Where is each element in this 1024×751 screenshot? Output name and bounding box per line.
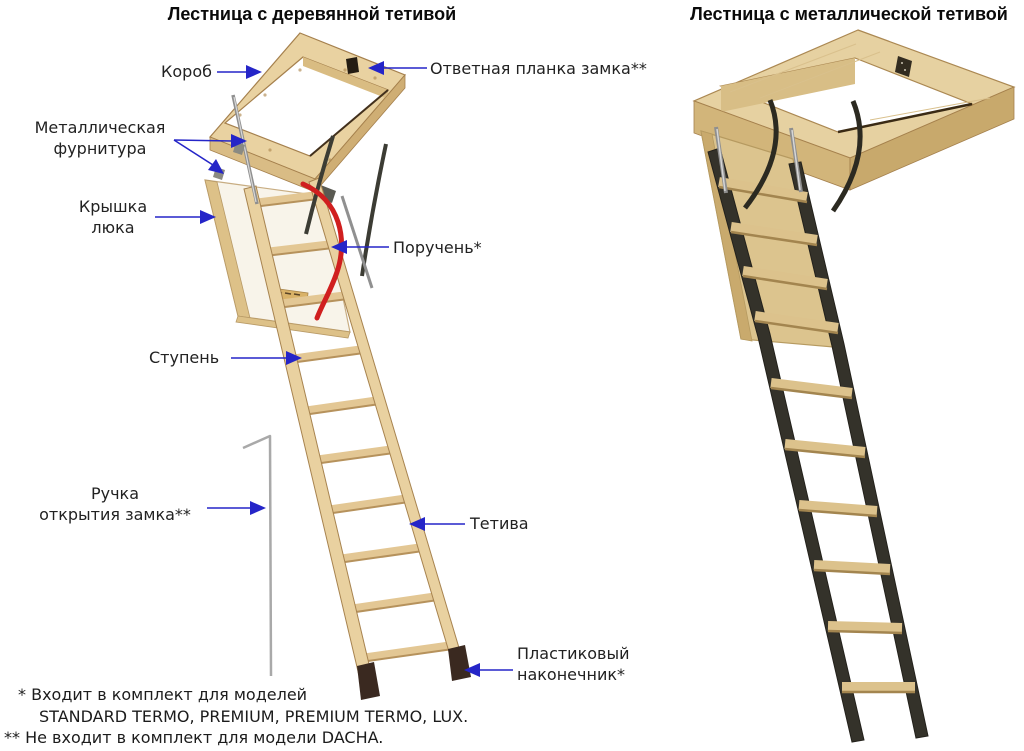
footnote-not-included: ** Не входит в комплект для модели DACHA…	[4, 728, 384, 747]
rung-shadows	[252, 198, 454, 663]
lock-opening-handle-rod	[242, 434, 273, 677]
metal-stringer-ladder	[707, 147, 929, 743]
box-seam	[309, 89, 389, 157]
hatch-rim-left	[700, 130, 753, 342]
metal-hardware	[714, 99, 863, 213]
hatch-lid	[204, 179, 351, 339]
slide-rail	[340, 195, 374, 289]
plastic-tip-left	[357, 662, 380, 700]
arrow-handrail	[331, 240, 389, 254]
label-line: Металлическая	[34, 118, 166, 137]
label-step: Ступень	[149, 348, 220, 367]
annotation-arrows	[155, 61, 513, 677]
steps	[718, 177, 915, 692]
label-lock-opening-handle: Ручка открытия замка**	[15, 483, 215, 525]
label-handrail: Поручень*	[393, 238, 482, 257]
plastic-tip-right	[448, 645, 471, 681]
box-front-face-right	[314, 73, 406, 194]
label-strike-plate: Ответная планка замка**	[430, 59, 647, 78]
handrail	[300, 181, 345, 321]
arrow-lock-handle	[207, 501, 266, 515]
arrow-hatch-cover	[155, 210, 216, 224]
folding-arm	[743, 99, 779, 210]
hatch-rim-bottom	[235, 315, 351, 339]
arrow-metal-hardware-2	[173, 139, 224, 174]
step-shadows	[718, 185, 915, 694]
label-hatch-cover: Крышка люка	[53, 196, 173, 238]
arrow-korob	[217, 65, 262, 79]
label-plastic-tip: Пластиковый наконечник*	[517, 643, 630, 685]
arrow-stringer	[409, 517, 465, 531]
label-stringer: Тетива	[470, 514, 529, 533]
gas-spring-highlight	[791, 129, 801, 191]
arrow-step	[231, 351, 302, 365]
wooden-ladder	[243, 177, 471, 700]
gas-spring-highlight	[716, 128, 726, 192]
box-inner-face	[303, 57, 388, 99]
strike-plate-hole	[901, 62, 903, 64]
gas-spring-highlight	[233, 96, 257, 203]
label-line: Ручка	[90, 484, 140, 503]
right-diagram-title: Лестница с металлической тетивой	[690, 4, 1008, 24]
label-line: люка	[91, 218, 135, 237]
label-line: Крышка	[78, 197, 148, 216]
folding-arm	[304, 135, 335, 235]
footnote-included-models-line2: STANDARD TERMO, PREMIUM, PREMIUM TERMO, …	[39, 707, 469, 726]
box-inner-face	[721, 58, 855, 112]
arrow-strike-plate	[368, 61, 427, 75]
arrow-metal-hardware-1	[173, 134, 247, 148]
strike-plate-hole	[904, 69, 906, 71]
footnote-included-models-line1: * Входит в комплект для моделей	[18, 685, 308, 704]
label-line: открытия замка**	[39, 505, 191, 524]
label-line: Пластиковый	[517, 644, 630, 663]
attic-box-frame	[208, 32, 407, 194]
rungs	[252, 191, 454, 662]
label-metal-hardware: Металлическая фурнитура	[18, 117, 182, 159]
label-korob: Короб	[161, 62, 212, 81]
arrow-plastic-tip	[464, 663, 513, 677]
wooden-ladder-illustration	[204, 32, 471, 700]
metal-ladder-illustration	[692, 29, 1016, 743]
label-line: фурнитура	[53, 139, 147, 158]
wood-grain-dots	[238, 68, 377, 162]
label-line: наконечник*	[517, 665, 625, 684]
metal-hardware	[213, 94, 388, 289]
strike-plate	[346, 57, 359, 74]
folding-arm	[830, 100, 863, 213]
folding-arm	[360, 143, 388, 277]
left-diagram-title: Лестница с деревянной тетивой	[167, 4, 457, 24]
strike-plate	[895, 56, 912, 77]
wood-grain-lines	[729, 43, 991, 121]
